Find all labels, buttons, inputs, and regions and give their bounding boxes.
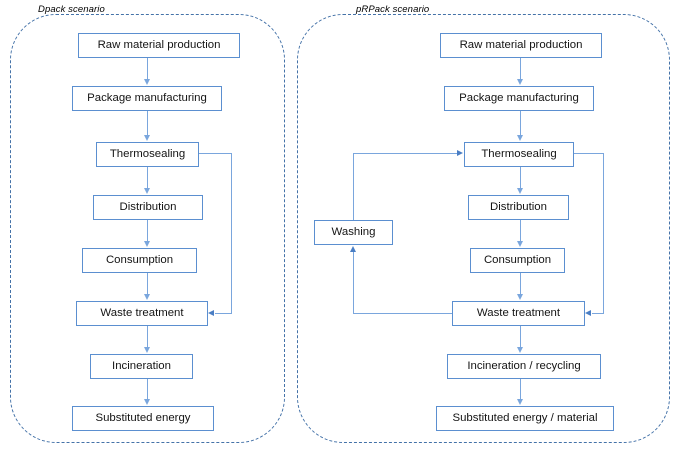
arrowhead-prpack-raw-to-package [517,79,523,85]
scenario-frame-dpack [10,14,285,443]
edge-dpack-raw-to-package [147,58,149,80]
arrowhead-prpack-distribution-to-consumption [517,241,523,247]
edge-dpack-bypass-top-segment [199,153,232,155]
node-dpack-distribution[interactable]: Distribution [93,195,203,220]
edge-dpack-package-to-thermosealing [147,111,149,136]
edge-prpack-waste-to-washing-horizontal [353,313,452,315]
edge-prpack-bypass-vertical-segment [603,153,605,313]
node-dpack-substituted-energy[interactable]: Substituted energy [72,406,214,431]
edge-prpack-washing-to-thermosealing-vertical [353,153,355,220]
arrowhead-dpack-distribution-to-consumption [144,241,150,247]
node-prpack-distribution[interactable]: Distribution [468,195,569,220]
edge-dpack-bypass-bottom-segment [215,313,232,315]
node-prpack-package-manufacturing[interactable]: Package manufacturing [444,86,594,111]
node-prpack-washing[interactable]: Washing [314,220,393,245]
edge-prpack-washing-to-thermosealing-horizontal [353,153,457,155]
arrowhead-dpack-consumption-to-waste [144,294,150,300]
arrowhead-prpack-waste-to-incineration [517,347,523,353]
node-dpack-waste-treatment[interactable]: Waste treatment [76,301,208,326]
arrowhead-dpack-waste-to-incineration [144,347,150,353]
node-dpack-incineration[interactable]: Incineration [90,354,193,379]
node-dpack-consumption[interactable]: Consumption [82,248,197,273]
arrowhead-prpack-consumption-to-waste [517,294,523,300]
edge-dpack-incineration-to-substituted [147,379,149,400]
node-prpack-thermosealing[interactable]: Thermosealing [464,142,574,167]
arrowhead-dpack-package-to-thermosealing [144,135,150,141]
edge-dpack-consumption-to-waste [147,273,149,295]
node-prpack-incineration-recycling[interactable]: Incineration / recycling [447,354,601,379]
edge-dpack-bypass-vertical-segment [231,153,233,313]
scenario-label-dpack: Dpack scenario [38,4,105,15]
edge-dpack-thermosealing-to-distribution [147,167,149,189]
edge-dpack-waste-to-incineration [147,326,149,348]
node-dpack-package-manufacturing[interactable]: Package manufacturing [72,86,222,111]
edge-prpack-package-to-thermosealing [520,111,522,136]
node-prpack-consumption[interactable]: Consumption [470,248,565,273]
edge-prpack-incineration-to-substituted [520,379,522,400]
edge-prpack-raw-to-package [520,58,522,80]
edge-prpack-bypass-bottom-segment [592,313,604,315]
arrowhead-prpack-thermosealing-to-distribution [517,188,523,194]
arrowhead-prpack-incineration-to-substituted [517,399,523,405]
scenario-label-prpack: pRPack scenario [356,4,430,15]
edge-prpack-distribution-to-consumption [520,220,522,242]
scenario-frame-prpack [297,14,670,443]
edge-prpack-waste-to-incineration [520,326,522,348]
arrowhead-prpack-bypass-into-waste [585,310,591,316]
node-prpack-waste-treatment[interactable]: Waste treatment [452,301,585,326]
node-dpack-thermosealing[interactable]: Thermosealing [96,142,199,167]
edge-prpack-thermosealing-to-distribution [520,167,522,189]
node-dpack-raw-material-production[interactable]: Raw material production [78,33,240,58]
arrowhead-dpack-bypass-into-waste [208,310,214,316]
node-prpack-raw-material-production[interactable]: Raw material production [440,33,602,58]
arrowhead-prpack-into-thermosealing [457,150,463,156]
arrowhead-dpack-thermosealing-to-distribution [144,188,150,194]
arrowhead-prpack-into-washing [350,246,356,252]
edge-dpack-distribution-to-consumption [147,220,149,242]
arrowhead-dpack-incineration-to-substituted [144,399,150,405]
node-prpack-substituted-energy-material[interactable]: Substituted energy / material [436,406,614,431]
arrowhead-prpack-package-to-thermosealing [517,135,523,141]
arrowhead-dpack-raw-to-package [144,79,150,85]
edge-prpack-consumption-to-waste [520,273,522,295]
edge-prpack-waste-to-washing-vertical [353,252,355,313]
edge-prpack-bypass-top-segment [574,153,604,155]
